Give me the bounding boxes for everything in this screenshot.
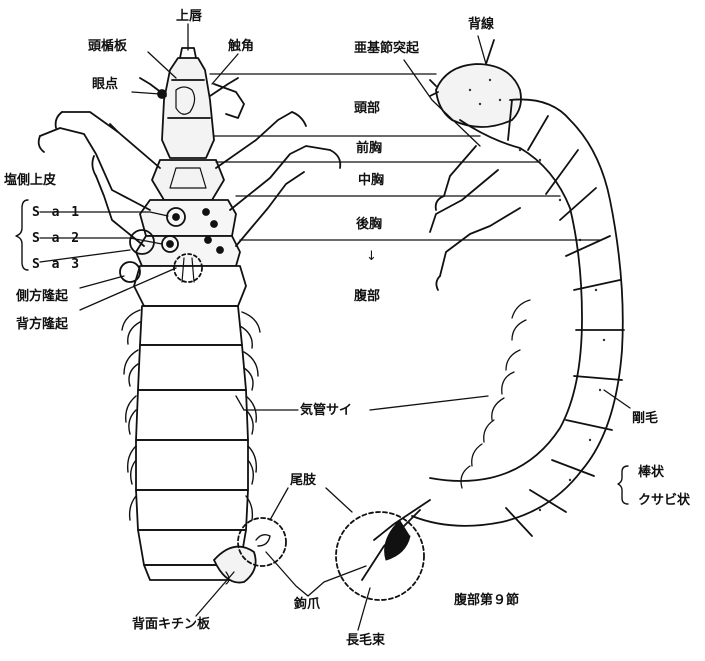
label-sa1: S a 1	[32, 206, 81, 219]
label-abdominal-segment-9: 腹部第９節	[454, 594, 519, 607]
label-seta: 剛毛	[632, 412, 658, 425]
label-hook-claw: 鉤爪	[294, 598, 320, 611]
label-sa2: S a 2	[32, 232, 81, 245]
label-dorsal-hump: 背方隆起	[16, 318, 68, 331]
label-rod-shape: 棒状	[638, 466, 664, 479]
label-sa3: S a 3	[32, 258, 81, 271]
label-subcoxal-process: 亜基節突起	[354, 42, 419, 55]
lateral-view-larva	[336, 40, 624, 600]
label-mesothorax: 中胸	[358, 174, 384, 187]
label-pleural-sclerite: 塩側上皮	[4, 174, 56, 187]
label-prothorax: 前胸	[356, 142, 382, 155]
label-head: 頭部	[354, 102, 380, 115]
label-upper-lip: 上唇	[176, 10, 202, 23]
label-tracheal-gill: 気管サイ	[300, 404, 352, 417]
leader-lines	[40, 24, 630, 630]
label-anal-proleg: 尾肢	[290, 474, 316, 487]
label-rust-shape: クサビ状	[638, 494, 690, 507]
label-arrow-down: ↓	[366, 250, 377, 263]
label-head-sclerite: 頭楯板	[88, 40, 127, 53]
label-lateral-hump: 側方隆起	[16, 290, 68, 303]
label-dorsal-line: 背線	[468, 18, 494, 31]
label-metathorax: 後胸	[356, 218, 382, 231]
label-abdomen: 腹部	[354, 290, 380, 303]
dorsal-view-larva	[39, 48, 341, 584]
label-antenna: 触角	[228, 40, 254, 53]
label-eye-spot: 眼点	[92, 78, 118, 91]
label-dorsal-chitin-plate: 背面キチン板	[132, 618, 210, 631]
label-long-hair-tuft: 長毛束	[346, 634, 385, 647]
